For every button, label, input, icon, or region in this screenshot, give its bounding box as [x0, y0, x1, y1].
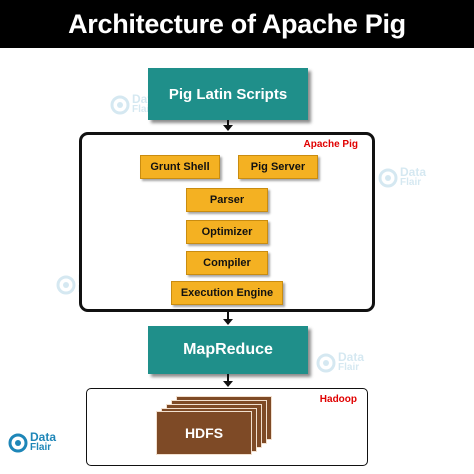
execution-engine-box: Execution Engine	[171, 281, 283, 305]
watermark-line2: Flair	[338, 362, 360, 373]
dataflair-logo-icon	[316, 353, 336, 373]
hdfs-box: HDFS	[156, 411, 252, 455]
arrow-down-icon	[223, 312, 233, 326]
dataflair-logo-icon	[378, 168, 398, 188]
logo-line1: Data	[30, 430, 57, 444]
grunt-shell-box: Grunt Shell	[140, 155, 220, 179]
parser-box: Parser	[186, 188, 268, 212]
optimizer-box: Optimizer	[186, 220, 268, 244]
dataflair-logo-icon	[110, 95, 130, 115]
dataflair-logo-icon	[8, 433, 28, 453]
diagram-title: Architecture of Apache Pig	[0, 0, 474, 48]
arrow-down-icon	[223, 374, 233, 388]
mapreduce-box: MapReduce	[148, 326, 308, 374]
watermark-line1: Data	[338, 350, 365, 364]
watermark-line2: Flair	[400, 177, 422, 188]
arrow-down-icon	[223, 120, 233, 132]
watermark-line2: Flair	[132, 104, 154, 115]
pig-latin-scripts-box: Pig Latin Scripts	[148, 68, 308, 120]
compiler-box: Compiler	[186, 251, 268, 275]
hadoop-label: Hadoop	[319, 394, 357, 405]
apache-pig-label: Apache Pig	[303, 139, 358, 150]
watermark-line1: Data	[400, 165, 427, 179]
dataflair-logo-icon	[56, 275, 76, 295]
pig-server-box: Pig Server	[238, 155, 318, 179]
logo-line2: Flair	[30, 442, 52, 453]
